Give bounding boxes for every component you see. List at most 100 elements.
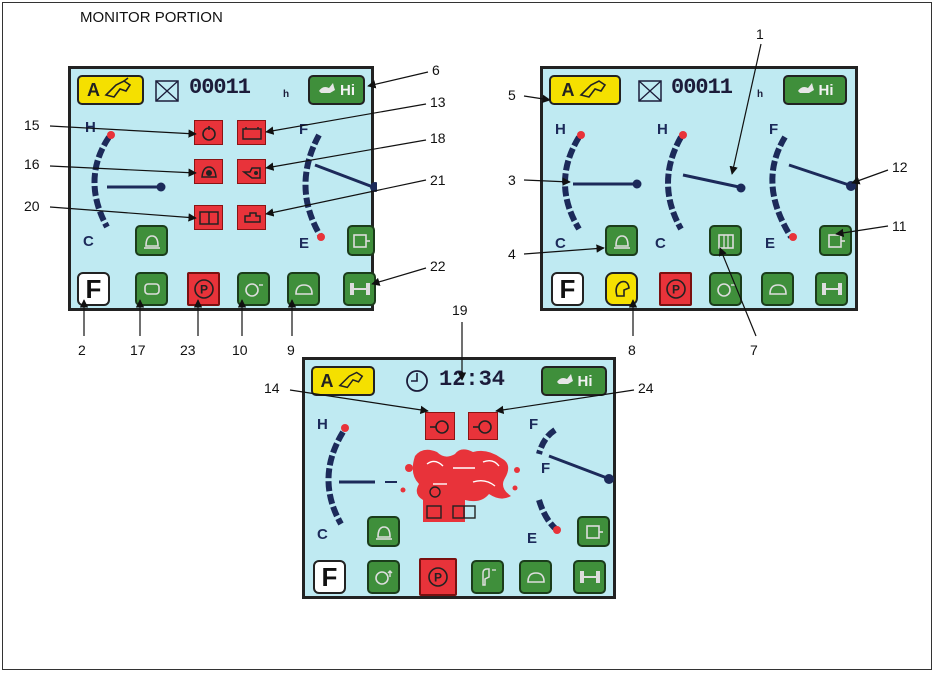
forward-lamp: F (551, 272, 584, 306)
callout-1: 1 (756, 26, 764, 42)
gauge-c-arcs (325, 424, 614, 534)
parking-brake-lamp: P (659, 272, 692, 306)
fuel-filter-lamp (577, 516, 610, 547)
preheat-lamp (605, 225, 638, 256)
callout-11: 11 (892, 218, 907, 234)
power-mode-label: Hi (577, 372, 593, 390)
attachment-lamp (471, 560, 504, 594)
air-filter-warning (194, 205, 223, 230)
callout-7: 7 (750, 342, 758, 358)
callout-4: 4 (508, 246, 516, 262)
hydraulic-cold-label: C (655, 235, 666, 252)
power-mode-label: Hi (818, 81, 834, 99)
work-mode-button: A (311, 366, 375, 396)
engine-oil-pressure-warning (194, 120, 223, 145)
battery-charge-warning (237, 120, 266, 145)
work-mode-button: A (549, 75, 621, 105)
callout-14: 14 (264, 380, 280, 396)
callout-12: 12 (892, 159, 908, 175)
work-mode-button: A (77, 75, 144, 105)
hourglass-icon (155, 80, 179, 107)
coolant-red-zone (107, 131, 115, 139)
rabbit-icon (318, 81, 336, 99)
monitor-panel-a: A 00011 h Hi H C F E F P (68, 66, 377, 311)
preheat-lamp (367, 516, 400, 547)
callout-13: 13 (430, 94, 446, 110)
clock-icon (405, 369, 429, 398)
callout-3: 3 (508, 172, 516, 188)
fuel-red-zone (317, 233, 325, 241)
hour-meter-value: 00011 (189, 75, 251, 100)
work-mode-label: A (561, 79, 575, 100)
monitor-panel-b: A 00011 h Hi H C H C F E F P (540, 66, 858, 311)
parking-brake-lamp: P (187, 272, 220, 306)
engine-oil-pressure-warning (468, 412, 498, 440)
gauge-a-arcs (91, 131, 377, 241)
fuel-empty-label: E (765, 235, 776, 252)
bucket-arm-icon (337, 368, 366, 395)
svg-text:P: P (671, 283, 679, 297)
callout-23: 23 (180, 342, 196, 358)
work-mode-label: A (320, 370, 334, 391)
clock-value: 12:34 (439, 367, 506, 392)
hour-meter-value: 00011 (671, 75, 733, 100)
rabbit-icon (556, 372, 574, 390)
rabbit-icon (797, 81, 815, 99)
preheat-lamp (135, 225, 168, 256)
engine-oil-lamp (519, 560, 552, 594)
forward-lamp: F (313, 560, 346, 594)
hour-meter-unit: h (283, 89, 290, 100)
fuel-full-label-second: F (541, 460, 551, 477)
diagram-title: MONITOR PORTION (80, 9, 223, 26)
callout-8: 8 (628, 342, 636, 358)
coolant-cold-label: C (555, 235, 566, 252)
engine-check-warning (425, 412, 455, 440)
engine-oil-lamp (761, 272, 794, 306)
travel-speed-up-lamp (367, 560, 400, 594)
axle-lock-lamp (815, 272, 848, 306)
engine-system-warning (237, 205, 266, 230)
bucket-arm-icon (104, 76, 134, 104)
axle-lock-lamp (573, 560, 606, 594)
callout-22: 22 (430, 258, 446, 274)
flashing-warnings-cluster (400, 449, 520, 522)
parking-brake-lamp: P (419, 558, 457, 596)
callout-2: 2 (78, 342, 86, 358)
coolant-cold-label: C (83, 233, 94, 250)
coolant-hot-label: H (317, 416, 328, 433)
coolant-hot-label: H (555, 121, 566, 138)
callout-10: 10 (232, 342, 248, 358)
coolant-hot-label: H (85, 119, 96, 136)
bucket-arm-icon (578, 77, 609, 104)
fuel-full-label: F (299, 121, 309, 138)
callout-16: 16 (24, 156, 40, 172)
svg-text:P: P (434, 571, 442, 585)
hour-meter-unit: h (757, 89, 764, 100)
power-mode-label: Hi (340, 81, 355, 99)
axle-lock-lamp (343, 272, 376, 306)
monitor-panel-c: A 12:34 Hi H C F F E (302, 357, 616, 599)
coolant-cold-label: C (317, 526, 328, 543)
callout-18: 18 (430, 130, 446, 146)
callout-6: 6 (432, 62, 440, 78)
callout-20: 20 (24, 198, 40, 214)
callout-9: 9 (287, 342, 295, 358)
callout-15: 15 (24, 117, 40, 133)
power-mode-button: Hi (783, 75, 847, 105)
callout-19: 19 (452, 302, 468, 318)
fuel-filter-lamp (347, 225, 375, 256)
hydraulic-hot-label: H (657, 121, 668, 138)
power-mode-button: Hi (308, 75, 365, 105)
power-mode-button: Hi (541, 366, 607, 396)
work-mode-label: A (87, 79, 100, 100)
svg-text:P: P (199, 283, 207, 297)
hydraulic-oil-warning (237, 159, 266, 184)
callout-17: 17 (130, 342, 146, 358)
callout-24: 24 (638, 380, 654, 396)
fuel-full-label: F (529, 416, 539, 433)
fuel-empty-label: E (527, 530, 538, 547)
callout-5: 5 (508, 87, 516, 103)
callout-21: 21 (430, 172, 446, 188)
